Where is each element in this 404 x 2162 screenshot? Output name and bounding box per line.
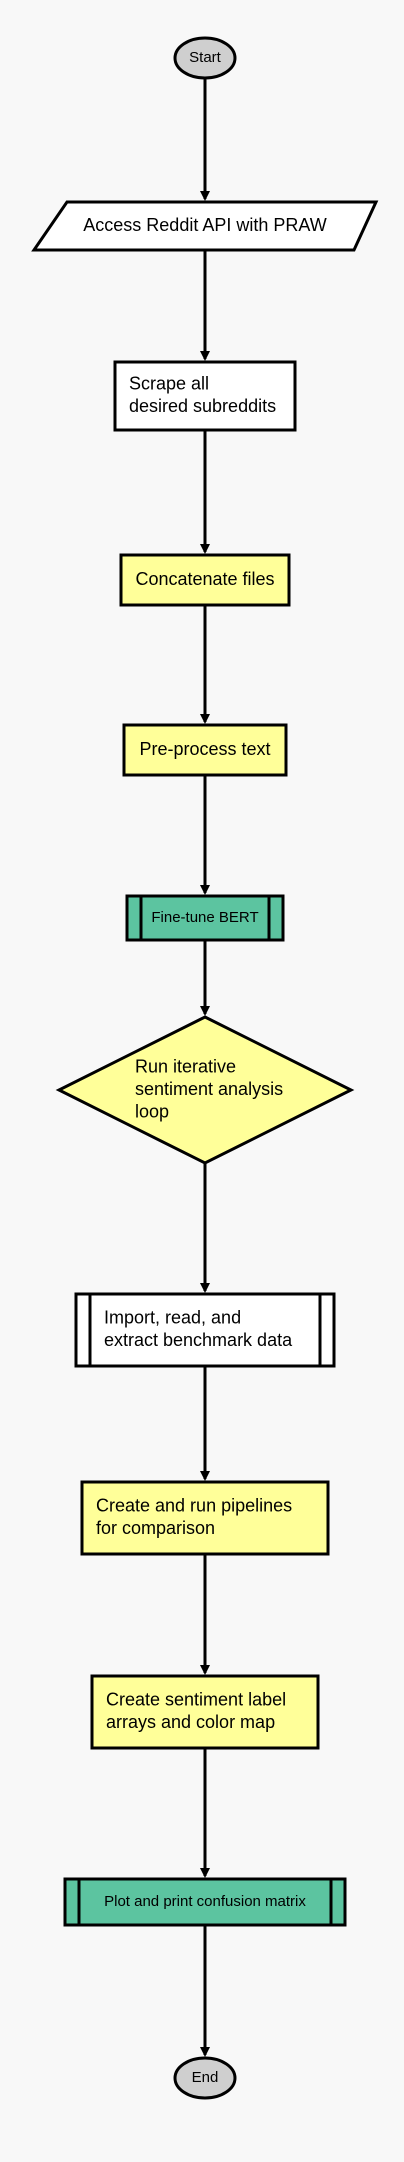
node-preprocess-text-label-line-0: Pre-process text <box>139 739 270 759</box>
node-plot-confusion-matrix: Plot and print confusion matrix <box>63 1877 347 1927</box>
node-concatenate-files-shape <box>119 553 291 607</box>
node-import-benchmark-shape <box>74 1292 336 1368</box>
node-create-pipelines-label-line-0: Create and run pipelines <box>96 1496 292 1516</box>
node-scrape-subreddits-label-line-0: Scrape all <box>129 374 209 394</box>
node-create-label-arrays-label-line-1: arrays and color map <box>106 1712 275 1732</box>
node-sentiment-loop-shape <box>55 1015 355 1165</box>
node-access-reddit-api-shape <box>31 200 379 252</box>
node-create-label-arrays-label-line-0: Create sentiment label <box>106 1690 286 1710</box>
node-plot-confusion-matrix-label-line-0: Plot and print confusion matrix <box>104 1893 306 1910</box>
node-import-benchmark-label-line-0: Import, read, and <box>104 1308 241 1328</box>
node-start-shape <box>173 36 237 80</box>
node-plot-confusion-matrix-shape <box>63 1877 347 1927</box>
node-create-label-arrays-shape <box>90 1674 320 1750</box>
node-fine-tune-bert: Fine-tune BERT <box>125 894 285 942</box>
node-scrape-subreddits-label-line-1: desired subreddits <box>129 396 276 416</box>
node-start: Start <box>173 36 237 80</box>
node-sentiment-loop-label-line-2: loop <box>135 1101 169 1121</box>
node-concatenate-files-label-line-0: Concatenate files <box>135 569 274 589</box>
node-end-label-line-0: End <box>192 2069 219 2086</box>
node-sentiment-loop-label-line-0: Run iterative <box>135 1056 236 1076</box>
node-preprocess-text: Pre-process text <box>122 723 288 777</box>
node-end: End <box>173 2056 237 2100</box>
node-create-pipelines-shape <box>80 1480 330 1556</box>
node-preprocess-text-shape <box>122 723 288 777</box>
node-concatenate-files: Concatenate files <box>119 553 291 607</box>
node-scrape-subreddits-shape <box>113 360 297 432</box>
node-start-label-line-0: Start <box>189 49 222 66</box>
node-fine-tune-bert-label-line-0: Fine-tune BERT <box>151 909 258 926</box>
node-fine-tune-bert-shape <box>125 894 285 942</box>
node-access-reddit-api-label-line-0: Access Reddit API with PRAW <box>83 215 326 235</box>
node-access-reddit-api: Access Reddit API with PRAW <box>31 200 379 252</box>
node-sentiment-loop-label-line-1: sentiment analysis <box>135 1079 283 1099</box>
node-end-shape <box>173 2056 237 2100</box>
node-create-pipelines-label-line-1: for comparison <box>96 1518 215 1538</box>
node-import-benchmark-label-line-1: extract benchmark data <box>104 1330 293 1350</box>
